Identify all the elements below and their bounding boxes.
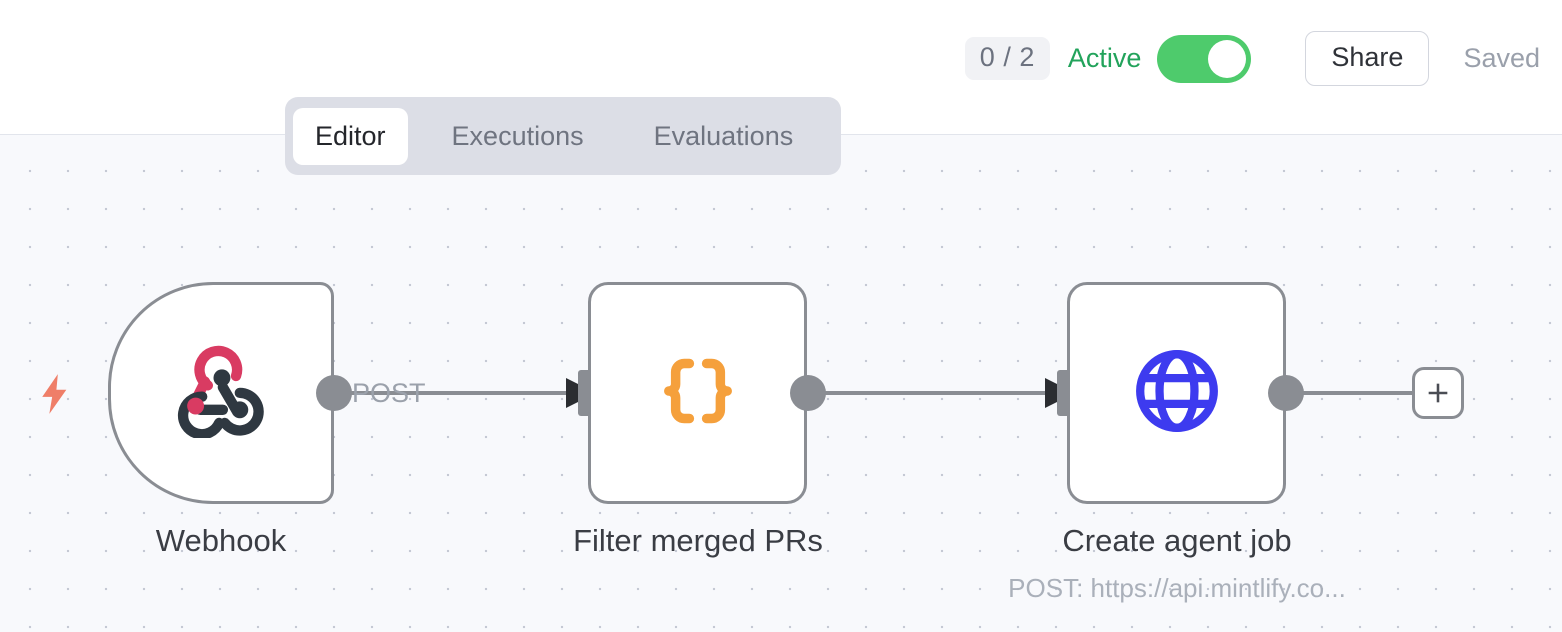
webhook-icon [174,344,268,443]
webhook-glyph [177,345,264,439]
node-subtitle-http: POST: https://api.mintlify.co... [1008,573,1346,603]
lightning-bolt-glyph [42,374,67,414]
plus-icon [1428,383,1448,403]
node-create-agent-job[interactable] [1067,282,1286,504]
curly-braces-icon [655,348,741,439]
globe-icon [1131,345,1223,442]
header-actions: 0 / 2 Active Share Saved [964,31,1540,86]
saved-status-label: Saved [1463,43,1540,73]
port-out-webhook[interactable] [316,375,352,411]
lightning-bolt-icon[interactable] [38,372,72,421]
flow-graph: POST Webhook Filter merged PRs [0,135,1562,632]
tab-editor[interactable]: Editor [293,107,408,165]
edge-label-post: POST [352,378,426,408]
tab-bar: Editor Executions Evaluations [285,97,841,175]
tab-evaluations[interactable]: Evaluations [632,108,816,165]
curly-braces-glyph [663,358,732,423]
node-label-filter: Filter merged PRs [573,523,823,558]
active-status-label: Active [1067,43,1142,73]
workflow-canvas[interactable]: POST Webhook Filter merged PRs [0,134,1562,632]
execution-count-badge: 0 / 2 [964,37,1050,80]
tab-executions[interactable]: Executions [430,108,606,165]
node-label-http: Create agent job [1062,523,1292,558]
active-toggle[interactable] [1157,34,1252,83]
globe-glyph [1135,349,1218,432]
share-button[interactable]: Share [1305,31,1430,86]
add-node-button[interactable] [1412,367,1464,419]
port-out-filter[interactable] [790,375,826,411]
node-webhook[interactable] [108,282,334,504]
port-out-http[interactable] [1268,375,1304,411]
node-label-webhook: Webhook [155,523,287,558]
node-filter-merged-prs[interactable] [588,282,807,504]
toggle-knob [1208,39,1247,78]
